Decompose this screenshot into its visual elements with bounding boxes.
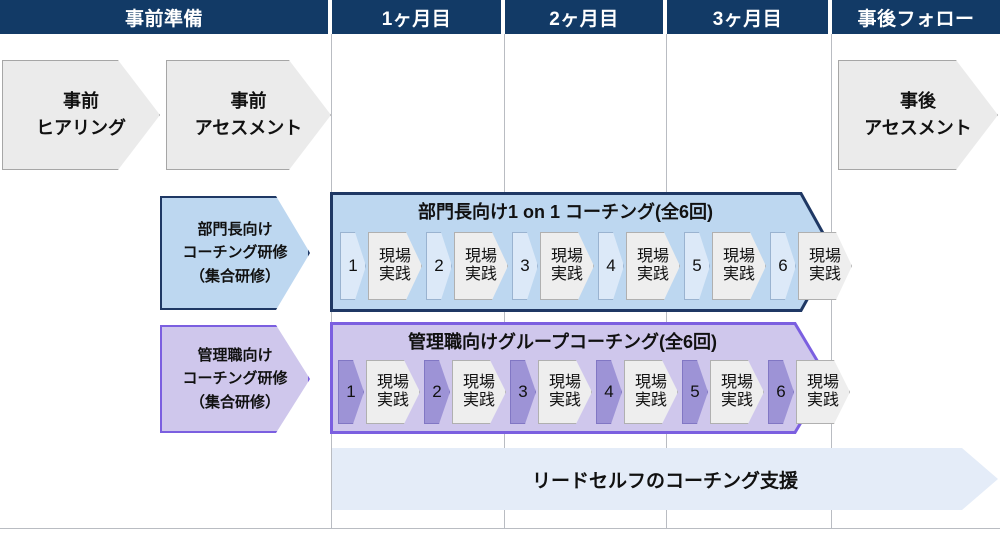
track-manager-bar-title: 部門長向け1 on 1 コーチング(全6回)	[417, 202, 713, 222]
step-practice-6: 現場実践	[798, 232, 852, 300]
support-bar: リードセルフのコーチング支援	[332, 448, 998, 510]
practice-line2: 実践	[808, 266, 841, 283]
step-practice-5: 現場実践	[712, 232, 766, 300]
step-number-6: 6	[768, 360, 794, 424]
practice-text: 現場実践	[465, 248, 497, 285]
track-manager-label-line2: コーチング研修	[182, 244, 288, 262]
track-supervisor-label-line1: 管理職向け	[197, 347, 273, 365]
practice-text: 現場実践	[549, 374, 581, 411]
prep-hearing-line2: ヒアリング	[36, 118, 126, 138]
header-column-2: 1ヶ月目	[332, 0, 503, 34]
practice-line1: 現場	[376, 373, 409, 391]
header-column-5: 事後フォロー	[832, 0, 1000, 34]
practice-text: 現場実践	[723, 248, 755, 285]
step-practice-1: 現場実践	[366, 360, 420, 424]
practice-line2: 実践	[636, 266, 669, 283]
step-practice-2: 現場実践	[452, 360, 506, 424]
step-number-3: 3	[512, 232, 538, 300]
practice-text: 現場実践	[379, 248, 411, 285]
practice-line2: 実践	[378, 266, 411, 283]
step-number-2: 2	[426, 232, 452, 300]
track-supervisor-label-line2: コーチング研修	[182, 370, 288, 388]
practice-line1: 現場	[378, 247, 411, 265]
step-number-1: 1	[338, 360, 364, 424]
step-number-4: 4	[598, 232, 624, 300]
track-manager-label-line3: （集合研修）	[189, 267, 280, 285]
bottom-rule	[0, 528, 1000, 529]
support-bar-label: リードセルフのコーチング支援	[531, 470, 798, 492]
track-supervisor-training-label: 管理職向け コーチング研修 （集合研修）	[160, 325, 310, 433]
practice-line1: 現場	[462, 373, 495, 391]
step-practice-5: 現場実践	[710, 360, 764, 424]
practice-line2: 実践	[634, 392, 667, 409]
practice-line1: 現場	[548, 373, 581, 391]
step-number-5: 5	[684, 232, 710, 300]
practice-text: 現場実践	[637, 248, 669, 285]
step-number-2: 2	[424, 360, 450, 424]
practice-line1: 現場	[464, 247, 497, 265]
practice-line1: 現場	[720, 373, 753, 391]
step-practice-4: 現場実践	[624, 360, 678, 424]
followup-assessment-line1: 事後	[899, 91, 936, 111]
prep-assessment-chevron: 事前 アセスメント	[166, 60, 331, 170]
practice-line1: 現場	[806, 373, 839, 391]
practice-line1: 現場	[550, 247, 583, 265]
practice-line1: 現場	[722, 247, 755, 265]
step-number-6: 6	[770, 232, 796, 300]
track-manager-training-label: 部門長向け コーチング研修 （集合研修）	[160, 196, 310, 310]
practice-line2: 実践	[462, 392, 495, 409]
practice-line1: 現場	[808, 247, 841, 265]
header-column-1: 事前準備	[0, 0, 330, 34]
step-practice-3: 現場実践	[540, 232, 594, 300]
step-practice-6: 現場実践	[796, 360, 850, 424]
practice-line2: 実践	[720, 392, 753, 409]
prep-hearing-chevron: 事前 ヒアリング	[2, 60, 160, 170]
followup-assessment-line2: アセスメント	[864, 118, 972, 138]
step-number-1: 1	[340, 232, 366, 300]
step-practice-4: 現場実践	[626, 232, 680, 300]
step-practice-1: 現場実践	[368, 232, 422, 300]
practice-text: 現場実践	[635, 374, 667, 411]
practice-line2: 実践	[464, 266, 497, 283]
practice-line2: 実践	[550, 266, 583, 283]
step-number-4: 4	[596, 360, 622, 424]
practice-line2: 実践	[806, 392, 839, 409]
header-column-4: 3ヶ月目	[667, 0, 830, 34]
practice-text: 現場実践	[721, 374, 753, 411]
step-practice-2: 現場実践	[454, 232, 508, 300]
practice-line2: 実践	[548, 392, 581, 409]
header-column-3: 2ヶ月目	[505, 0, 665, 34]
practice-text: 現場実践	[551, 248, 583, 285]
step-practice-3: 現場実践	[538, 360, 592, 424]
practice-text: 現場実践	[463, 374, 495, 411]
prep-assessment-line2: アセスメント	[194, 118, 303, 138]
prep-hearing-line1: 事前	[63, 91, 99, 111]
followup-assessment-chevron: 事後 アセスメント	[838, 60, 998, 170]
track-supervisor-label-line3: （集合研修）	[189, 393, 280, 411]
prep-assessment-line1: 事前	[230, 91, 267, 111]
step-number-5: 5	[682, 360, 708, 424]
practice-line1: 現場	[636, 247, 669, 265]
practice-text: 現場実践	[377, 374, 409, 411]
track-manager-label-line1: 部門長向け	[197, 221, 273, 239]
practice-text: 現場実践	[807, 374, 839, 411]
practice-text: 現場実践	[809, 248, 841, 285]
track-supervisor-bar-title: 管理職向けグループコーチング(全6回)	[408, 332, 717, 352]
step-number-3: 3	[510, 360, 536, 424]
practice-line2: 実践	[376, 392, 409, 409]
practice-line2: 実践	[722, 266, 755, 283]
practice-line1: 現場	[634, 373, 667, 391]
